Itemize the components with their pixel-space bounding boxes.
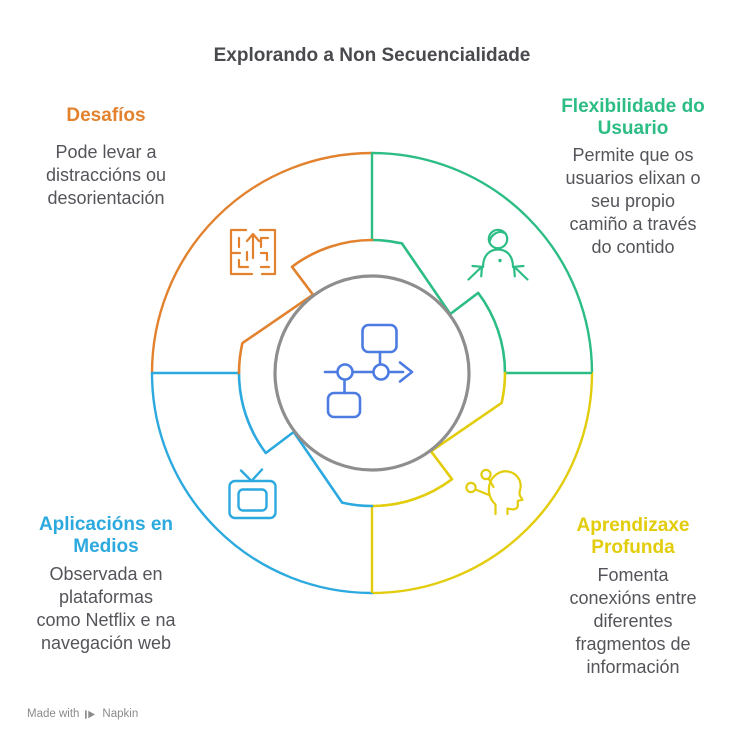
- body-line: plataformas: [58, 587, 154, 607]
- quadrant-aplicacions-title: Aplicacións en Medios: [1, 514, 211, 558]
- body-line: conexións entre: [569, 588, 697, 608]
- inner-circle: [273, 274, 471, 472]
- right-converge-arrow: [512, 264, 529, 281]
- made-with-napkin: Made with Napkin: [27, 707, 138, 721]
- quadrant-aplicacions: Aplicacións en Medios Observada en plata…: [1, 514, 211, 655]
- title-line: Desafíos: [66, 105, 146, 126]
- body-line: Fomenta: [597, 565, 669, 585]
- node-top: [480, 468, 492, 481]
- left-converge-arrow: [467, 264, 484, 281]
- body-line: información: [586, 657, 680, 677]
- title-line: Medios: [73, 536, 139, 557]
- outer-arc-bottom-right: [370, 371, 594, 595]
- body-line: distraccións ou: [45, 165, 167, 185]
- quadrant-aplicacions-body: Observada en plataformas como Netflix e …: [1, 563, 211, 655]
- middle-arc-bottom-right: [370, 371, 507, 508]
- tv-body: [228, 479, 277, 520]
- napkin-pen-icon: [85, 709, 96, 719]
- node-top-link: [487, 477, 495, 489]
- body-line: Observada en: [49, 564, 163, 584]
- napkin-brand-label: Napkin: [102, 708, 139, 720]
- body-line: diferentes: [593, 611, 673, 631]
- quadrant-aprendizaxe-title: Aprendizaxe Profunda: [533, 515, 733, 559]
- title-line: Profunda: [591, 537, 675, 558]
- quadrant-desafios: Desafíos Pode levar a distraccións ou de…: [0, 105, 212, 210]
- outer-ring: [150, 151, 594, 595]
- middle-arc-top-right: [370, 238, 507, 375]
- body-line: usuarios elixan o: [565, 168, 701, 188]
- body-line: do contido: [591, 237, 675, 257]
- maze-up-arrow: [245, 232, 261, 260]
- quadrant-flexibilidade-body: Permite que os usuarios elixan o seu pro…: [533, 144, 733, 259]
- title-line: Aprendizaxe: [576, 515, 690, 536]
- title-line: Usuario: [597, 118, 669, 139]
- body-line: desorientación: [47, 188, 165, 208]
- person-body: [481, 248, 515, 269]
- body-line: Pode levar a: [55, 142, 157, 162]
- tv-antenna: [239, 468, 264, 483]
- flowchart-icon: [323, 323, 414, 419]
- quadrant-aprendizaxe: Aprendizaxe Profunda Fomenta conexións e…: [533, 515, 733, 679]
- body-line: seu propio: [590, 191, 676, 211]
- flowchart-right-port: [372, 363, 390, 381]
- body-line: Permite que os: [572, 145, 694, 165]
- middle-ring: [237, 238, 507, 508]
- quadrant-flexibilidade: Flexibilidade do Usuario Permite que os …: [533, 96, 733, 259]
- outer-arc-bottom-left: [150, 371, 374, 595]
- flowchart-arrowhead: [398, 361, 414, 383]
- tv-icon: [228, 468, 277, 520]
- outer-arc-top-right: [370, 151, 594, 375]
- head-nodes-icon: [465, 468, 524, 516]
- radial-lines: [151, 152, 593, 594]
- maze-walls: [229, 236, 271, 269]
- flowchart-top-node: [361, 323, 398, 354]
- body-line: fragmentos de: [575, 634, 691, 654]
- person-arrows-icon: [467, 228, 529, 281]
- head-profile: [487, 470, 524, 516]
- maze-arrow-icon: [229, 228, 277, 276]
- node-left-link: [474, 488, 491, 497]
- flowchart-bottom-node: [326, 391, 362, 419]
- outer-arc-top-left: [150, 151, 374, 375]
- middle-arc-bottom-left: [237, 371, 374, 508]
- page-title: Explorando a Non Secuencialidade: [213, 45, 531, 66]
- quadrant-flexibilidade-title: Flexibilidade do Usuario: [533, 96, 733, 140]
- body-line: camiño a través: [569, 214, 697, 234]
- body-line: navegación web: [40, 633, 172, 653]
- person-head: [487, 228, 509, 250]
- node-left: [465, 481, 477, 494]
- flowchart-left-port: [336, 363, 354, 381]
- made-with-label: Made with: [27, 708, 80, 720]
- tv-screen: [237, 488, 268, 512]
- quadrant-desafios-body: Pode levar a distraccións ou desorientac…: [0, 141, 212, 210]
- middle-arc-top-left: [237, 238, 374, 375]
- title-line: Aplicacións en: [38, 514, 174, 535]
- quadrant-desafios-title: Desafíos: [0, 105, 212, 127]
- body-line: como Netflix e na: [36, 610, 176, 630]
- quadrant-aprendizaxe-body: Fomenta conexións entre diferentes fragm…: [533, 564, 733, 679]
- title-line: Flexibilidade do: [561, 96, 705, 117]
- person-button-dot: [498, 258, 502, 263]
- person-hair: [488, 230, 507, 244]
